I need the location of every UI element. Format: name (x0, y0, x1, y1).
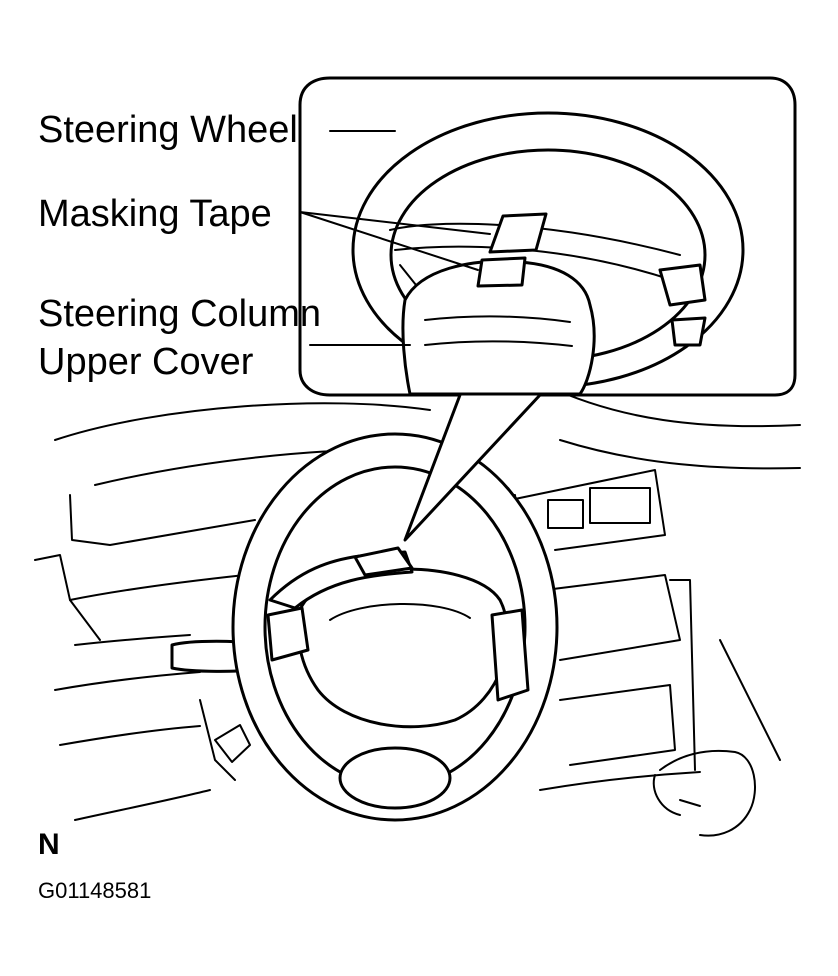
detail-illustration (351, 111, 745, 396)
label-column-cover-line2: Upper Cover (38, 341, 254, 383)
leader-lines (299, 130, 491, 346)
label-masking-tape: Masking Tape (38, 193, 272, 235)
dashboard-illustration (34, 384, 801, 837)
label-column-cover-line1: Steering Column (38, 293, 322, 335)
label-steering-wheel: Steering Wheel (38, 109, 298, 151)
figure-code: G01148581 (38, 878, 152, 903)
figure-mark: N (38, 828, 60, 861)
